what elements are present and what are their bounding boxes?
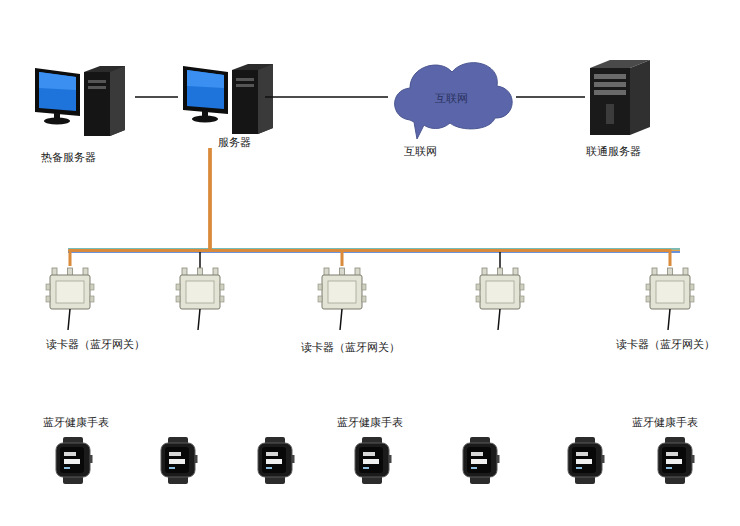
tower-side [630,60,650,135]
reader-drop [199,252,201,268]
reader-icon [476,268,524,330]
node-label: 读卡器（蓝牙网关） [46,338,145,352]
server-node: 服务器 [178,62,265,148]
watch-node: 蓝牙健康手表 [322,414,418,486]
server-node: 热备服务器 [30,62,135,168]
watch-icon [568,437,605,484]
network-link [516,96,585,98]
reader-node: 读卡器（蓝牙网关） [30,266,150,354]
bus-connector [210,148,342,266]
watch-icon [258,437,295,484]
tower-bay [594,74,626,79]
tower-bay [594,82,626,87]
network-link [265,96,388,98]
watch-icon [56,437,93,484]
reader-node: 读卡器（蓝牙网关） [285,266,415,356]
reader-node: 读卡器（蓝牙网关） [605,266,730,354]
network-link [135,96,178,98]
node-label: 服务器 [218,136,251,150]
reader-drop [499,252,501,268]
reader-icon [46,268,94,330]
bus-connector [70,148,210,266]
node-label: 互联网 [404,145,437,159]
node-label: 蓝牙健康手表 [43,416,109,430]
node-label: 蓝牙健康手表 [632,416,698,430]
bus-connector [210,148,670,266]
tower-panel [606,104,614,124]
tower-front [590,68,630,135]
watch-node: 蓝牙健康手表 [28,414,124,486]
node-label: 蓝牙健康手表 [337,416,403,430]
watch-icon [658,437,695,484]
watch-icon [161,437,198,484]
reader-icon [176,268,224,330]
watch-node: 蓝牙健康手表 [617,414,713,486]
node-label: 热备服务器 [41,151,96,165]
node-label: 读卡器（蓝牙网关） [616,338,715,352]
reader-icon [318,268,366,330]
watch-icon [463,437,500,484]
tower-bay [594,90,626,95]
cloud-node: 互联网互联网 [388,50,516,160]
internet-cloud [395,63,513,139]
reader-icon [646,268,694,330]
node-label: 联通服务器 [586,145,641,159]
node-label: 读卡器（蓝牙网关） [301,341,400,355]
hot-standby-computer [35,66,125,136]
watch-icon [355,437,392,484]
cloud-text: 互联网 [435,92,468,106]
server-computer [183,64,273,134]
server-node: 联通服务器 [585,58,657,160]
